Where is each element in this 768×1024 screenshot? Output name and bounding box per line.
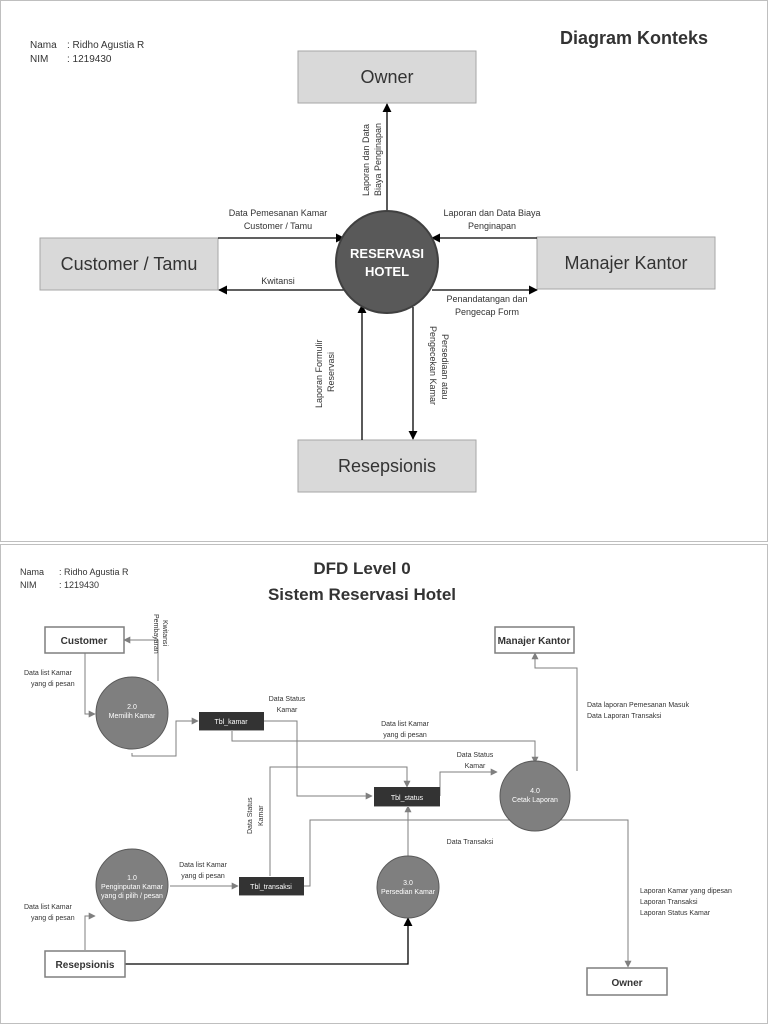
label-manajer-in-2: Penginapan bbox=[468, 221, 516, 231]
process-1-penginputan: 1.0 Penginputan Kamar yang di pilih / pe… bbox=[95, 848, 169, 922]
label-resep-list-1: Data list Kamar bbox=[24, 904, 73, 911]
label-cust-list-1: Data list Kamar bbox=[24, 670, 73, 677]
flow-resepsionis-to-p3 bbox=[125, 917, 413, 965]
store-tbl-status-label: Tbl_status bbox=[391, 795, 424, 802]
entity-manajer: Manajer Kantor bbox=[536, 236, 716, 290]
flow-transaksi-to-p4 bbox=[304, 819, 632, 968]
entity-manajer-l0: Manajer Kantor bbox=[494, 626, 575, 654]
entity-manajer-label: Manajer Kantor bbox=[564, 253, 687, 273]
label-mgr-1: Data laporan Pemesanan Masuk bbox=[587, 702, 689, 709]
flow-customer-to-p2 bbox=[84, 653, 96, 718]
page2-nama-label: Nama bbox=[20, 567, 44, 577]
label-owner-2: Laporan Transaksi bbox=[640, 899, 698, 906]
label-manajer-in-1: Laporan dan Data Biaya bbox=[443, 208, 540, 218]
label-resep-list-2: yang di pesan bbox=[31, 915, 75, 922]
label-p1-list-2: yang di pesan bbox=[181, 873, 225, 880]
entity-customer: Customer / Tamu bbox=[39, 237, 219, 291]
label-customer-in-2: Customer / Tamu bbox=[244, 221, 312, 231]
page1-nim-value: : 1219430 bbox=[67, 54, 112, 65]
process-line2: HOTEL bbox=[365, 264, 409, 279]
label-status-right-1: Data Status bbox=[457, 752, 494, 759]
entity-manajer-l0-label: Manajer Kantor bbox=[498, 636, 571, 647]
label-pembayaran-l0: Pembayaran bbox=[152, 614, 159, 654]
process-4-number: 4.0 bbox=[530, 788, 540, 795]
label-resepsionis-out-1: Persediaan atau bbox=[440, 334, 450, 400]
process-2-name: Memilih Kamar bbox=[109, 713, 156, 720]
label-status-vert-2: Kamar bbox=[258, 805, 265, 826]
page2-title-2: Sistem Reservasi Hotel bbox=[268, 585, 456, 604]
store-tbl-kamar: Tbl_kamar bbox=[199, 712, 264, 731]
label-cust-list-2: yang di pesan bbox=[31, 681, 75, 688]
process-2-number: 2.0 bbox=[127, 704, 137, 711]
entity-owner-l0: Owner bbox=[586, 967, 668, 996]
page1-nama-label: Nama bbox=[30, 40, 57, 51]
label-resepsionis-in-2: Reservasi bbox=[326, 352, 336, 392]
store-tbl-transaksi-label: Tbl_transaksi bbox=[250, 884, 292, 891]
entity-resepsionis-l0: Resepsionis bbox=[44, 950, 126, 978]
flow-resepsionis-to-p1 bbox=[84, 912, 96, 950]
label-resepsionis-in-1: Laporan Formulir bbox=[314, 339, 324, 408]
process-2-memilih-kamar: 2.0 Memilih Kamar bbox=[95, 676, 169, 750]
flow-p4-to-manajer bbox=[531, 652, 578, 771]
entity-resepsionis-label: Resepsionis bbox=[338, 456, 436, 476]
page2-nim-label: NIM bbox=[20, 580, 37, 590]
process-4-cetak-laporan: 4.0 Cetak Laporan bbox=[499, 760, 571, 832]
process-1-name-1: Penginputan Kamar bbox=[101, 884, 164, 891]
process-reservasi-hotel: RESERVASI HOTEL bbox=[335, 210, 439, 314]
page1-flow-lines bbox=[218, 103, 538, 440]
store-tbl-transaksi: Tbl_transaksi bbox=[239, 877, 304, 896]
label-list-mid-1: Data list Kamar bbox=[381, 721, 430, 728]
store-tbl-status: Tbl_status bbox=[374, 787, 440, 807]
page2-nim-value: : 1219430 bbox=[59, 580, 99, 590]
entity-customer-label: Customer / Tamu bbox=[61, 254, 198, 274]
process-1-number: 1.0 bbox=[127, 875, 137, 882]
label-to-owner-2: Biaya Penginapan bbox=[373, 123, 383, 196]
label-kwitansi: Kwitansi bbox=[261, 276, 295, 286]
store-tbl-kamar-label: Tbl_kamar bbox=[214, 719, 248, 726]
label-manajer-out-2: Pengecap Form bbox=[455, 307, 519, 317]
label-resepsionis-out-2: Pengecekan Kamar bbox=[428, 326, 438, 405]
process-1-name-2: yang di pilih / pesan bbox=[101, 893, 163, 900]
flow-p2-to-tbl-kamar bbox=[131, 717, 199, 757]
entity-customer-l0: Customer bbox=[44, 626, 125, 654]
process-3-persedian: 3.0 Persedian Kamar bbox=[376, 855, 440, 919]
page1-nim-label: NIM bbox=[30, 54, 48, 65]
label-customer-in-1: Data Pemesanan Kamar bbox=[229, 208, 328, 218]
process-3-name: Persedian Kamar bbox=[381, 889, 436, 896]
label-transaksi: Data Transaksi bbox=[447, 839, 494, 846]
label-kwitansi-l0: Kwitansi bbox=[161, 620, 168, 647]
label-status-kamar-1: Data Status bbox=[269, 696, 306, 703]
page2-title-1: DFD Level 0 bbox=[313, 559, 410, 578]
label-status-right-2: Kamar bbox=[465, 763, 486, 770]
label-owner-1: Laporan Kamar yang dipesan bbox=[640, 888, 732, 895]
entity-owner-label: Owner bbox=[360, 67, 413, 87]
process-3-number: 3.0 bbox=[403, 880, 413, 887]
flow-kamar-to-status bbox=[264, 720, 373, 800]
label-to-owner-1: Laporan dan Data bbox=[361, 124, 371, 196]
page2-flow-lines bbox=[84, 636, 632, 968]
label-list-mid-2: yang di pesan bbox=[383, 732, 427, 739]
label-mgr-2: Data Laporan Transaksi bbox=[587, 713, 662, 720]
label-manajer-out-1: Penandatangan dan bbox=[446, 294, 527, 304]
entity-customer-l0-label: Customer bbox=[61, 636, 108, 647]
entity-owner-l0-label: Owner bbox=[611, 978, 642, 989]
flow-kamar-to-p4 bbox=[231, 731, 539, 764]
process-line1: RESERVASI bbox=[350, 246, 424, 261]
entity-resepsionis-l0-label: Resepsionis bbox=[56, 960, 115, 971]
flow-kwitansi-pembayaran bbox=[123, 636, 159, 681]
entity-resepsionis: Resepsionis bbox=[297, 439, 477, 493]
entity-owner: Owner bbox=[297, 50, 477, 104]
label-p1-list-1: Data list Kamar bbox=[179, 862, 228, 869]
flow-transaksi-to-status bbox=[269, 766, 411, 876]
process-4-name: Cetak Laporan bbox=[512, 797, 558, 804]
label-status-vert-1: Data Status bbox=[247, 797, 254, 834]
page1-title: Diagram Konteks bbox=[560, 28, 708, 48]
label-status-kamar-2: Kamar bbox=[277, 707, 298, 714]
page1-nama-value: : Ridho Agustia R bbox=[67, 40, 144, 51]
page2-nama-value: : Ridho Agustia R bbox=[59, 567, 129, 577]
label-owner-3: Laporan Status Kamar bbox=[640, 910, 711, 917]
page2-frame bbox=[0, 544, 768, 1024]
